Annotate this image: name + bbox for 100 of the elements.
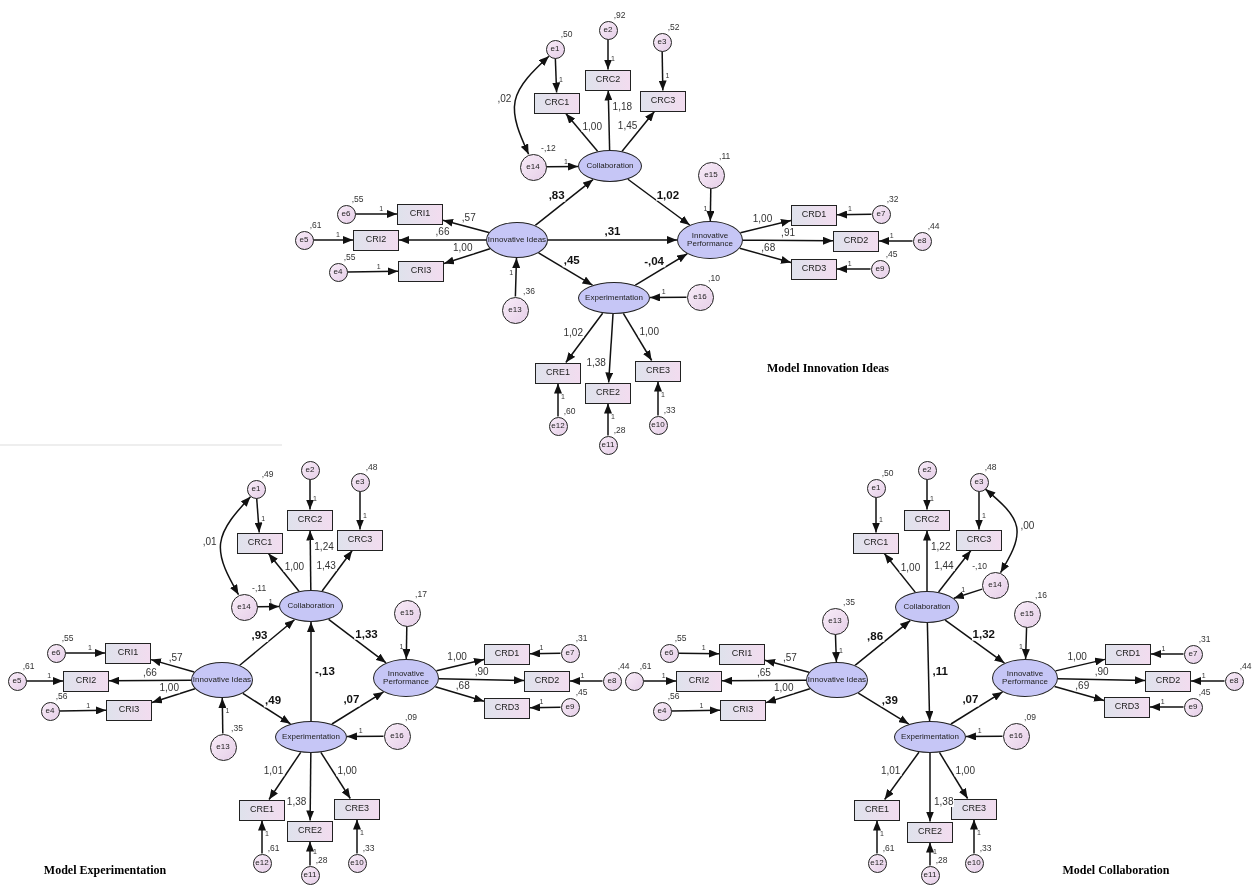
error-circle: e16 [1002,722,1030,750]
error-circle: e13 [501,296,529,324]
indicator-box: CRC2 [287,509,333,531]
indicator-box: CRE2 [907,821,953,843]
arrow [634,253,688,286]
indicator-box: CRD3 [791,258,837,280]
arrow [883,751,920,801]
arrow [604,38,612,71]
arrow [605,313,614,384]
arrow [327,618,387,664]
variance-label: ,55 [61,633,74,642]
path-coefficient: 1,02 [655,189,681,201]
arrow [677,649,720,658]
error-circle: e11 [300,865,320,885]
path-coefficient: ,86 [866,630,885,642]
indicator-box: CRE3 [334,798,380,820]
variance-label: -,11 [252,583,267,592]
arrow [534,178,594,227]
edge-label: ,65 [755,667,772,678]
variance-label: ,56 [667,691,680,700]
error-circle: e14 [230,593,258,621]
indicator-box: CRC2 [585,69,631,91]
variance-label: ,61 [882,843,895,852]
indicator-box: CRE1 [535,362,581,384]
arrow [354,210,398,218]
arrow [242,692,292,725]
error-circle: e2 [598,20,618,40]
error-circle: e5 [294,230,314,250]
edge-label: 1,38 [285,796,308,807]
variance-label: ,33 [362,843,375,852]
latent-ellipse: Experimentation [578,282,650,314]
latent-ellipse: Innovative Performance [373,659,439,697]
edge-label: 1,24 [313,542,335,553]
arrow [621,110,656,152]
arrow [346,732,385,741]
error-circle: e10 [648,415,668,435]
variance-label: ,36 [523,286,535,295]
variance-label: ,35 [231,723,243,732]
arrow [604,89,613,151]
edge-label: 1,00 [283,562,306,573]
path-coefficient: ,07 [961,694,980,707]
error-circle: e16 [383,722,411,750]
error-circle: e4 [40,701,60,721]
variance-label: ,31 [575,633,588,642]
variance-label: ,45 [1198,687,1211,696]
arrow [258,819,266,855]
arrow [306,478,314,511]
arrow [738,247,792,264]
indicator-box: CRI3 [106,699,152,721]
indicator-box: CRD1 [1105,643,1151,665]
indicator-box: CRI3 [720,699,766,721]
variance-label: ,11 [719,151,731,160]
error-circle: e3 [652,32,672,52]
indicator-box: CRI3 [398,260,444,282]
path-coefficient: ,11 [931,666,949,678]
indicator-box: CRC2 [904,509,950,531]
arrow [721,676,807,685]
arrow [58,706,107,715]
arrow [1057,676,1146,685]
latent-ellipse: Collaboration [895,591,959,623]
error-circle: e7 [560,643,580,663]
edge-label: ,00 [1019,520,1036,531]
edge-label: ,66 [434,227,451,237]
arrow [320,751,352,800]
arrow [765,687,811,704]
arrow [706,187,715,222]
variance-label: ,55 [343,252,356,261]
edge-label: 1,00 [336,766,358,777]
arrow [435,657,485,672]
indicator-box: CRD1 [791,204,837,226]
edge-label: ,68 [760,242,777,253]
indicator-box: CRE3 [635,360,681,382]
arrow [975,490,983,531]
arrow [108,676,192,685]
latent-ellipse: Innovative Ideas [191,662,253,698]
variance-label: ,28 [315,855,328,864]
arrow [402,625,411,660]
error-circle: e13 [821,607,849,635]
arrow [353,818,361,855]
indicator-box: CRC3 [956,529,1002,551]
edge-label: 1,00 [581,122,603,133]
variance-label: ,44 [617,661,630,670]
indicator-box: CRD1 [484,643,530,665]
arrow [970,818,978,855]
variance-label: ,45 [885,249,898,258]
path-coefficient: ,83 [547,189,566,202]
arrow [926,841,934,867]
error-circle: e15 [393,599,421,627]
arrow [565,112,599,152]
path-coefficient: -,04 [643,256,665,268]
edge-label: ,90 [473,666,490,677]
arrow [569,677,604,685]
arrow [742,236,834,245]
edge-label: 1,45 [616,121,639,132]
arrow [622,312,653,362]
error-circle: e4 [328,262,348,282]
arrow [1190,677,1226,685]
arrow [649,293,688,302]
arrow [1150,650,1185,658]
indicator-box: CRD3 [1104,696,1150,718]
